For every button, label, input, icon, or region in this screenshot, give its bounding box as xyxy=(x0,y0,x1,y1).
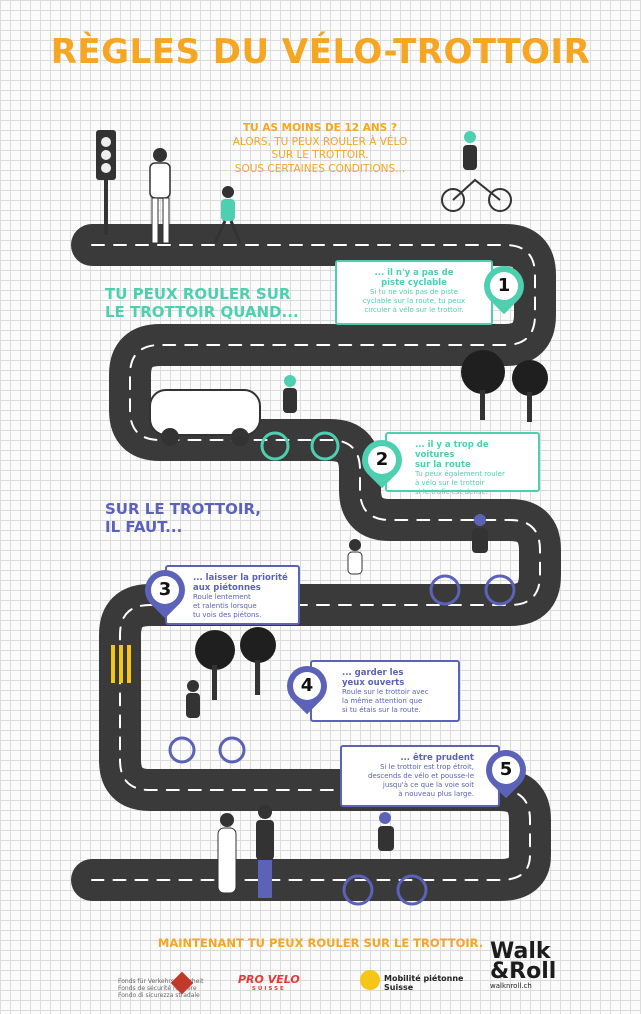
traffic-light-icon xyxy=(96,130,116,235)
intro-line-2: ALORS, TU PEUX ROULER À VÉLO xyxy=(232,135,408,148)
rule-1-title-1: ... il n'y a pas de xyxy=(374,268,454,278)
mobilite-line-1: Mobilité piétonne xyxy=(384,974,464,983)
rule-1-body-1: Si tu ne vois pas de piste xyxy=(370,288,458,296)
section-must-line-2: IL FAUT... xyxy=(105,518,183,536)
rule-1-body-3: circuler à vélo sur le trottoir. xyxy=(364,306,464,314)
road-safety-fund-logo: Fonds für Verkehrssicherheit Fonds de sé… xyxy=(118,978,203,999)
rule-4-body-3: si tu étais sur la route. xyxy=(342,706,421,714)
rule-card-2: ... il y a trop de voitures sur la route… xyxy=(385,432,540,496)
pedestrian-parent-icon xyxy=(149,148,171,244)
rule-5-body-3: jusqu'à ce que la voie soit xyxy=(382,781,474,789)
rule-4-number: 4 xyxy=(293,672,321,700)
rule-3-title-2: aux piétonnes xyxy=(193,583,261,593)
footer-message: MAINTENANT TU PEUX ROULER SUR LE TROTTOI… xyxy=(157,936,484,950)
rule-2-number: 2 xyxy=(368,446,396,474)
rule-card-4: ... garder les yeux ouverts Roule sur le… xyxy=(310,660,460,722)
fund-line-3: Fondo di sicurezza stradale xyxy=(118,992,200,999)
fund-line-1: Fonds für Verkehrssicherheit xyxy=(118,978,204,985)
section-must-line-1: SUR LE TROTTOIR, xyxy=(105,500,261,518)
rule-2-body-3: si le trafic est dense. xyxy=(415,488,488,496)
pedestrian-child-icon xyxy=(213,186,242,244)
tree-icon xyxy=(195,350,548,700)
rule-5-body-1: Si le trottoir est trop étroit, xyxy=(380,763,474,771)
section-when-heading: TU PEUX ROULER SUR LE TROTTOIR QUAND... xyxy=(105,285,299,321)
cyclist-icon-5 xyxy=(342,812,428,906)
cyclist-icon-2 xyxy=(260,375,340,461)
mobilite-pietonne-logo: Mobilité piétonne Suisse xyxy=(384,974,463,992)
rule-card-1: ... il n'y a pas de piste cyclable Si tu… xyxy=(335,260,493,325)
crosswalk xyxy=(111,645,131,683)
walk-word: Walk xyxy=(490,939,551,964)
rule-5-body-2: descends de vélo et pousse-le xyxy=(368,772,474,780)
rule-2-title-2: sur la route xyxy=(415,460,471,470)
section-must-heading: SUR LE TROTTOIR, IL FAUT... xyxy=(105,500,261,536)
rule-3-title-1: ... laisser la priorité xyxy=(193,573,288,583)
intro-line-4: SOUS CERTAINES CONDITIONS... xyxy=(234,162,406,175)
cyclist-icon-4 xyxy=(168,680,246,764)
roll-word: &Roll xyxy=(490,959,557,984)
rule-4-body-2: la même attention que xyxy=(342,697,423,705)
rule-2-title-1: ... il y a trop de voitures xyxy=(415,440,489,460)
walk-n-roll-url: walknroll.ch xyxy=(490,982,532,990)
pro-velo-sub: SUISSE xyxy=(251,986,286,992)
section-when-line-1: TU PEUX ROULER SUR xyxy=(105,285,291,303)
rule-5-number: 5 xyxy=(492,756,520,784)
walking-couple-icon xyxy=(217,805,274,898)
section-when-line-2: LE TROTTOIR QUAND... xyxy=(105,303,299,321)
rule-2-body-1: Tu peux également rouler xyxy=(415,470,505,478)
rule-4-body-1: Roule sur le trottoir avec xyxy=(342,688,429,696)
mobilite-line-2: Suisse xyxy=(384,983,414,992)
car-icon xyxy=(149,389,261,446)
running-child-icon xyxy=(347,539,363,575)
rule-3-number: 3 xyxy=(151,576,179,604)
rule-card-5: ... être prudent Si le trottoir est trop… xyxy=(340,745,500,807)
fund-line-2: Fonds de sécurité routière xyxy=(118,985,197,992)
rule-5-title-1: ... être prudent xyxy=(400,753,474,763)
intro-line-1: TU AS MOINS DE 12 ANS ? xyxy=(242,122,397,134)
walk-n-roll-logo: Walk &Roll walknroll.ch xyxy=(490,939,557,991)
rule-4-title-1: ... garder les xyxy=(342,668,404,678)
intro-line-3: SUR LE TROTTOIR. xyxy=(271,149,369,161)
rule-3-body-2: et ralentis lorsque xyxy=(193,602,257,610)
rule-1-title-2: piste cyclable xyxy=(381,278,447,288)
rule-4-title-2: yeux ouverts xyxy=(342,678,405,688)
pro-velo-logo: PRO VELO SUISSE xyxy=(238,973,300,992)
rule-1-body-2: cyclable sur la route, tu peux xyxy=(362,297,466,305)
rule-2-body-2: à vélo sur le trottoir xyxy=(415,479,485,487)
rule-card-3: ... laisser la priorité aux piétonnes Ro… xyxy=(165,565,300,625)
pro-velo-name: PRO VELO xyxy=(238,973,300,986)
intro-text: TU AS MOINS DE 12 ANS ? ALORS, TU PEUX R… xyxy=(160,122,480,176)
cyclist-icon-1 xyxy=(441,131,512,212)
rule-1-number: 1 xyxy=(490,272,518,300)
rule-3-body-3: tu vois des piétons. xyxy=(193,611,262,619)
pedestrian-logo-icon xyxy=(360,970,380,990)
rule-5-body-4: à nouveau plus large. xyxy=(398,790,474,798)
page-title: RÈGLES DU VÉLO-TROTTOIR xyxy=(50,32,591,72)
cyclist-icon-3 xyxy=(429,514,516,606)
rule-3-body-1: Roule lentement xyxy=(193,593,251,601)
